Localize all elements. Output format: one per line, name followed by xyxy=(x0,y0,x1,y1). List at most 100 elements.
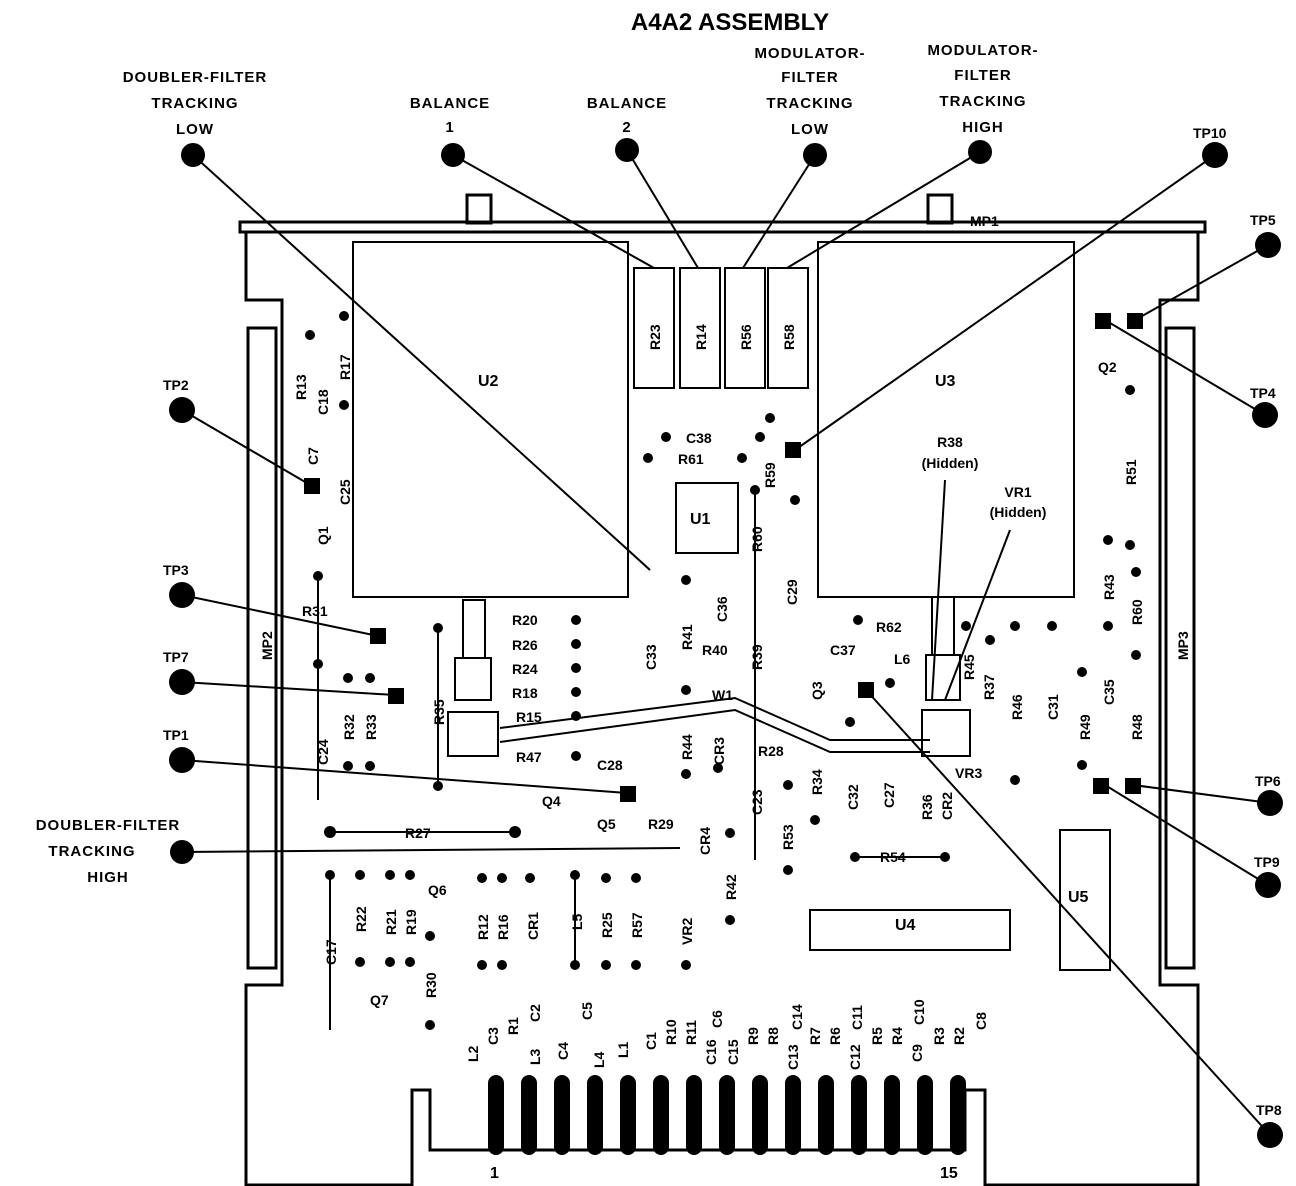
part-label: C3 xyxy=(485,1027,501,1045)
tp-marker xyxy=(1255,872,1281,898)
part-label: R25 xyxy=(599,912,615,938)
module-u4 xyxy=(809,909,1011,951)
leader xyxy=(1134,244,1269,321)
part-label: C27 xyxy=(881,782,897,808)
solder-dot xyxy=(1077,760,1087,770)
callout-mod-high: MODULATOR- FILTER TRACKING HIGH xyxy=(927,42,1037,136)
leader xyxy=(181,681,396,696)
solder-dot xyxy=(1010,621,1020,631)
solder-dot xyxy=(631,873,641,883)
side-rail-left xyxy=(246,326,278,970)
part-label: L3 xyxy=(527,1048,543,1065)
connector-finger xyxy=(851,1075,867,1155)
solder-dot xyxy=(1103,535,1113,545)
solder-dot xyxy=(853,615,863,625)
part-label: C25 xyxy=(337,479,353,505)
pot-label: R14 xyxy=(693,324,709,350)
part-label: R9 xyxy=(745,1027,761,1045)
part-label: L1 xyxy=(615,1041,631,1058)
solder-dot xyxy=(725,915,735,925)
solder-dot xyxy=(725,828,735,838)
leader xyxy=(794,154,1216,451)
solder-dot xyxy=(433,623,443,633)
part-label: R7 xyxy=(807,1027,823,1045)
solder-dot xyxy=(1131,650,1141,660)
connector-finger xyxy=(719,1075,735,1155)
marker-dots xyxy=(169,138,1283,1148)
part-label: R3 xyxy=(931,1027,947,1045)
part-label: CR2 xyxy=(939,792,955,820)
part-label: R59 xyxy=(762,462,778,488)
solder-dot xyxy=(570,870,580,880)
pot-bank: R23 R14 R56 R58 xyxy=(633,267,809,389)
part-label: R40 xyxy=(702,642,728,658)
solder-dot xyxy=(355,870,365,880)
part-label: C18 xyxy=(315,389,331,415)
part-label: C10 xyxy=(911,999,927,1025)
solder-dot xyxy=(790,495,800,505)
solder-dot xyxy=(783,780,793,790)
part-label: L5 xyxy=(569,913,585,930)
part-label: C29 xyxy=(784,579,800,605)
tp3-label: TP3 xyxy=(163,562,189,578)
part-label: R12 xyxy=(475,914,491,940)
part-label: R31 xyxy=(302,603,328,619)
solder-dot xyxy=(339,400,349,410)
leader xyxy=(626,149,699,269)
part-label: R30 xyxy=(423,972,439,998)
callout-line: MODULATOR- xyxy=(754,45,865,62)
callout-line: DOUBLER-FILTER xyxy=(36,817,181,834)
solder-dot xyxy=(571,615,581,625)
part-label: R8 xyxy=(765,1027,781,1045)
part-label: R17 xyxy=(337,354,353,380)
tp6-label: TP6 xyxy=(1255,773,1281,789)
tp-marker xyxy=(1255,232,1281,258)
part-label: R6 xyxy=(827,1027,843,1045)
solder-dot xyxy=(601,873,611,883)
module-u1 xyxy=(675,482,739,554)
left-parts: R13 C18 R17 C7 C25 Q1 R31 C24 R32 R33 R3… xyxy=(293,311,447,800)
connector-finger xyxy=(785,1075,801,1155)
part-label: C38 xyxy=(686,430,712,446)
connector-finger xyxy=(488,1075,504,1155)
part-label: R62 xyxy=(876,619,902,635)
connector-finger xyxy=(752,1075,768,1155)
part-label: CR3 xyxy=(711,737,727,765)
part-label: C33 xyxy=(643,644,659,670)
tp-pad xyxy=(620,786,636,802)
part-label: C16 xyxy=(703,1039,719,1065)
solder-dot xyxy=(1103,621,1113,631)
part-label: R41 xyxy=(679,624,695,650)
part-label: R18 xyxy=(512,685,538,701)
callout-balance1: BALANCE 1 xyxy=(410,95,489,136)
edge-labels: L2 C3 R1 C2 L3 C4 C5 L4 L1 C1 R10 R11 C1… xyxy=(465,999,989,1070)
leader xyxy=(181,759,628,794)
part-label: R33 xyxy=(363,714,379,740)
part-label: R44 xyxy=(679,734,695,760)
tp-marker xyxy=(169,747,195,773)
mid-parts: R20 R26 R24 R18 R15 R47 C28 C33 R41 C36 … xyxy=(324,413,1061,925)
part-label: R51 xyxy=(1123,459,1139,485)
solder-dot xyxy=(850,852,860,862)
part-label: R2 xyxy=(951,1027,967,1045)
part-label: C9 xyxy=(909,1044,925,1062)
tp-pad xyxy=(304,478,320,494)
solder-dot xyxy=(355,957,365,967)
solder-dot xyxy=(343,761,353,771)
part-label: R34 xyxy=(809,769,825,795)
solder-dot xyxy=(570,960,580,970)
part-label: R19 xyxy=(403,909,419,935)
part-label: R13 xyxy=(293,374,309,400)
tp-marker xyxy=(1257,1122,1283,1148)
tp5-label: TP5 xyxy=(1250,212,1276,228)
solder-dot xyxy=(497,873,507,883)
pot-label: R56 xyxy=(738,324,754,350)
vr1-hidden: (Hidden) xyxy=(990,504,1047,520)
part-label: C31 xyxy=(1045,694,1061,720)
part-label: C13 xyxy=(785,1044,801,1070)
part-label: C11 xyxy=(849,1005,865,1030)
mp2-label: MP2 xyxy=(259,631,275,660)
callout-line: DOUBLER-FILTER xyxy=(123,69,268,86)
leader xyxy=(865,689,1271,1136)
